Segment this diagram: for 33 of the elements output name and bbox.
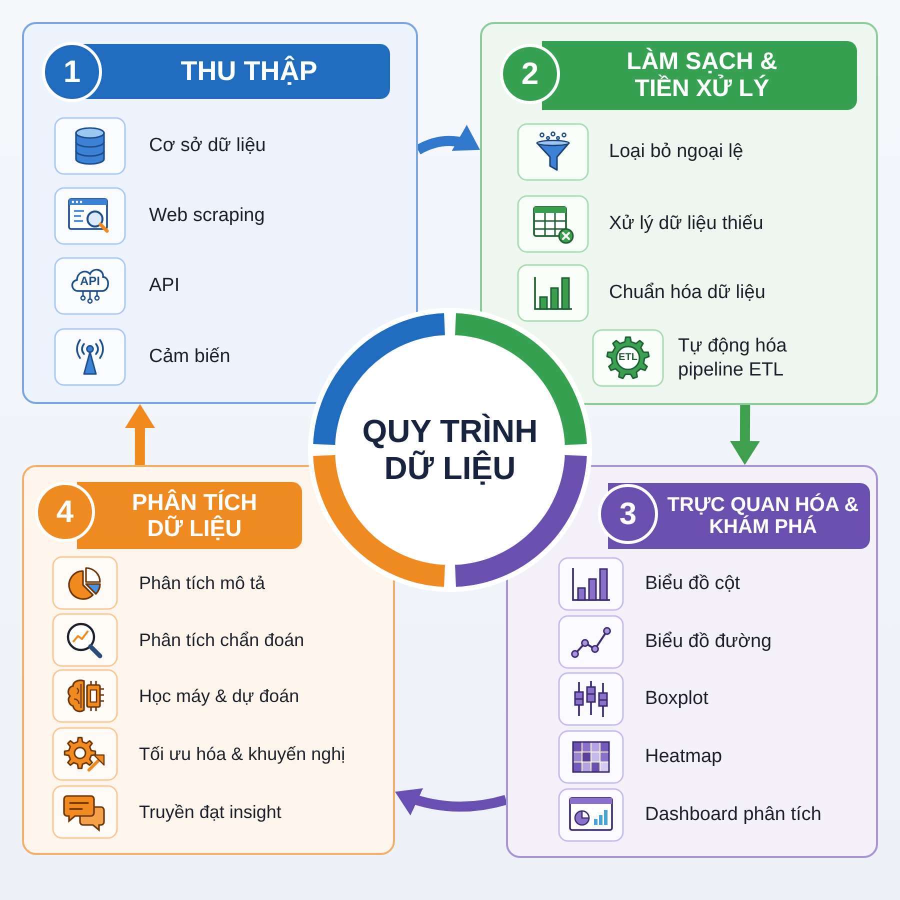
arrow	[416, 125, 482, 154]
list-item-text: Biểu đồ cột	[645, 572, 740, 596]
title-banner: THU THẬP	[82, 44, 390, 99]
step-number: 1	[42, 42, 102, 102]
panel-card	[22, 22, 418, 404]
panel-card	[480, 22, 878, 405]
list-item-text: Tối ưu hóa & khuyến nghị	[139, 742, 346, 766]
list-item-text: Biểu đồ đường	[645, 630, 772, 654]
icon-text: ETL	[618, 353, 638, 363]
step-number: 4	[35, 482, 95, 542]
list-item-text: Phân tích chẩn đoán	[139, 628, 304, 652]
list-item-text: Xử lý dữ liệu thiếu	[609, 212, 764, 236]
list-item-text: Cơ sở dữ liệu	[149, 134, 266, 158]
list-item-text: Boxplot	[645, 687, 708, 711]
list-item-text: Heatmap	[645, 745, 722, 769]
list-item-text: Loại bỏ ngoại lệ	[609, 140, 744, 164]
list-item-text: Tự động hóa pipeline ETL	[678, 334, 788, 382]
arrow	[125, 404, 155, 465]
list-item-text: Cảm biến	[149, 345, 230, 369]
list-item-text: Truyền đạt insight	[139, 800, 282, 824]
title-banner: PHÂN TÍCH DỮ LIỆU	[77, 482, 302, 549]
arrow	[393, 787, 508, 816]
icon-text: API	[80, 275, 100, 287]
center-title: QUY TRÌNH DỮ LIỆU	[361, 413, 539, 487]
list-item-text: Học máy & dự đoán	[139, 684, 300, 708]
step-number: 2	[500, 44, 560, 104]
arrow	[730, 404, 760, 466]
list-item-text: API	[149, 274, 180, 298]
title-banner: LÀM SẠCH & TIỀN XỬ LÝ	[542, 41, 857, 110]
list-item-text: Dashboard phân tích	[645, 803, 822, 827]
list-item-text: Chuẩn hóa dữ liệu	[609, 281, 766, 305]
list-item-text: Web scraping	[149, 204, 265, 228]
list-item-text: Phân tích mô tả	[139, 572, 266, 594]
